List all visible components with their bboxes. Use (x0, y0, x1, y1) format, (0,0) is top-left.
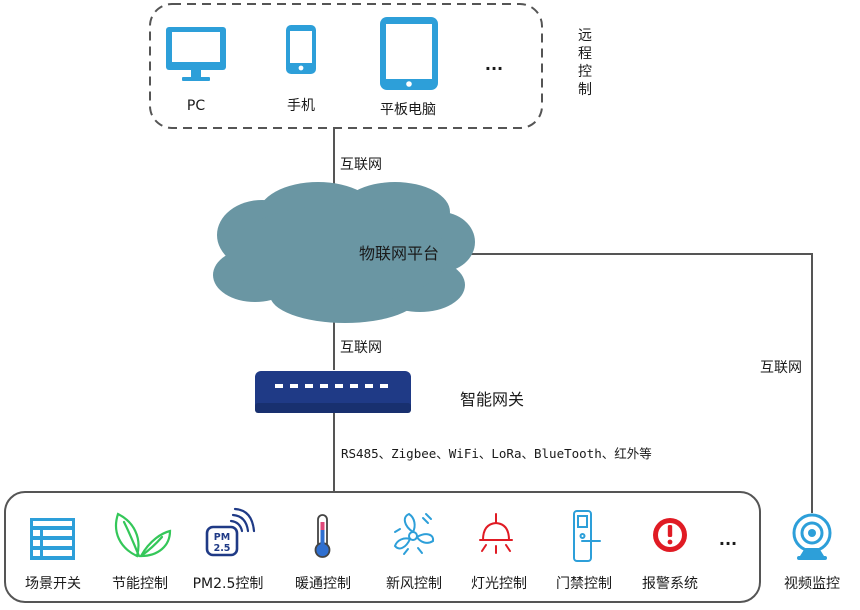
device-label-lighting: 灯光控制 (471, 576, 527, 592)
device-label-access-control: 门禁控制 (556, 576, 612, 592)
device-group-border (4, 491, 761, 603)
lamp-icon (479, 513, 513, 554)
device-label-tablet: 平板电脑 (380, 102, 436, 118)
link-label-internet-top: 互联网 (340, 157, 382, 173)
link-cloud-to-camera (455, 253, 813, 513)
device-label-phone: 手机 (287, 98, 315, 114)
device-label-pc: PC (187, 98, 205, 114)
remote-group-border (149, 3, 543, 129)
device-label-fresh-air: 新风控制 (386, 576, 442, 592)
fan-icon (393, 512, 435, 555)
devices-more-ellipsis: ... (719, 530, 737, 549)
platform-label: 物联网平台 (359, 244, 439, 263)
thermometer-icon (314, 514, 331, 558)
phone-icon (286, 25, 316, 74)
door-lock-icon (573, 510, 601, 562)
monitor-icon (166, 27, 226, 81)
camera-label: 视频监控 (784, 576, 840, 592)
device-label-hvac: 暖通控制 (295, 576, 351, 592)
device-group: 场景开关 节能控制 PM 2.5 PM2.5控制 暖通控制 (4, 491, 761, 603)
panel-icon (30, 518, 75, 560)
tablet-icon (380, 17, 438, 90)
iot-platform-cloud: 物联网平台 (213, 182, 475, 323)
link-label-internet-right: 互联网 (760, 360, 802, 376)
remote-control-group: PC 手机 平板电脑 ... 远 程 控 制 (149, 3, 596, 129)
camera-icon (792, 513, 832, 560)
remote-more-ellipsis: ... (485, 55, 503, 74)
device-label-energy-saving: 节能控制 (112, 576, 168, 592)
pm25-icon: PM 2.5 (205, 507, 256, 557)
device-label-pm25: PM2.5控制 (193, 576, 264, 592)
protocol-label: RS485、Zigbee、WiFi、LoRa、BlueTooth、红外等 (341, 446, 652, 461)
svg-text:2.5: 2.5 (214, 543, 231, 554)
gateway-label: 智能网关 (460, 390, 524, 409)
remote-control-title: 远 程 控 制 (578, 28, 596, 98)
leaf-icon (114, 512, 172, 558)
link-label-internet-middle: 互联网 (340, 340, 382, 356)
gateway-icon (255, 371, 411, 413)
device-label-alarm: 报警系统 (642, 576, 698, 592)
svg-text:PM: PM (214, 532, 230, 543)
device-label-scene-switch: 场景开关 (25, 576, 81, 592)
alarm-icon (653, 518, 687, 552)
